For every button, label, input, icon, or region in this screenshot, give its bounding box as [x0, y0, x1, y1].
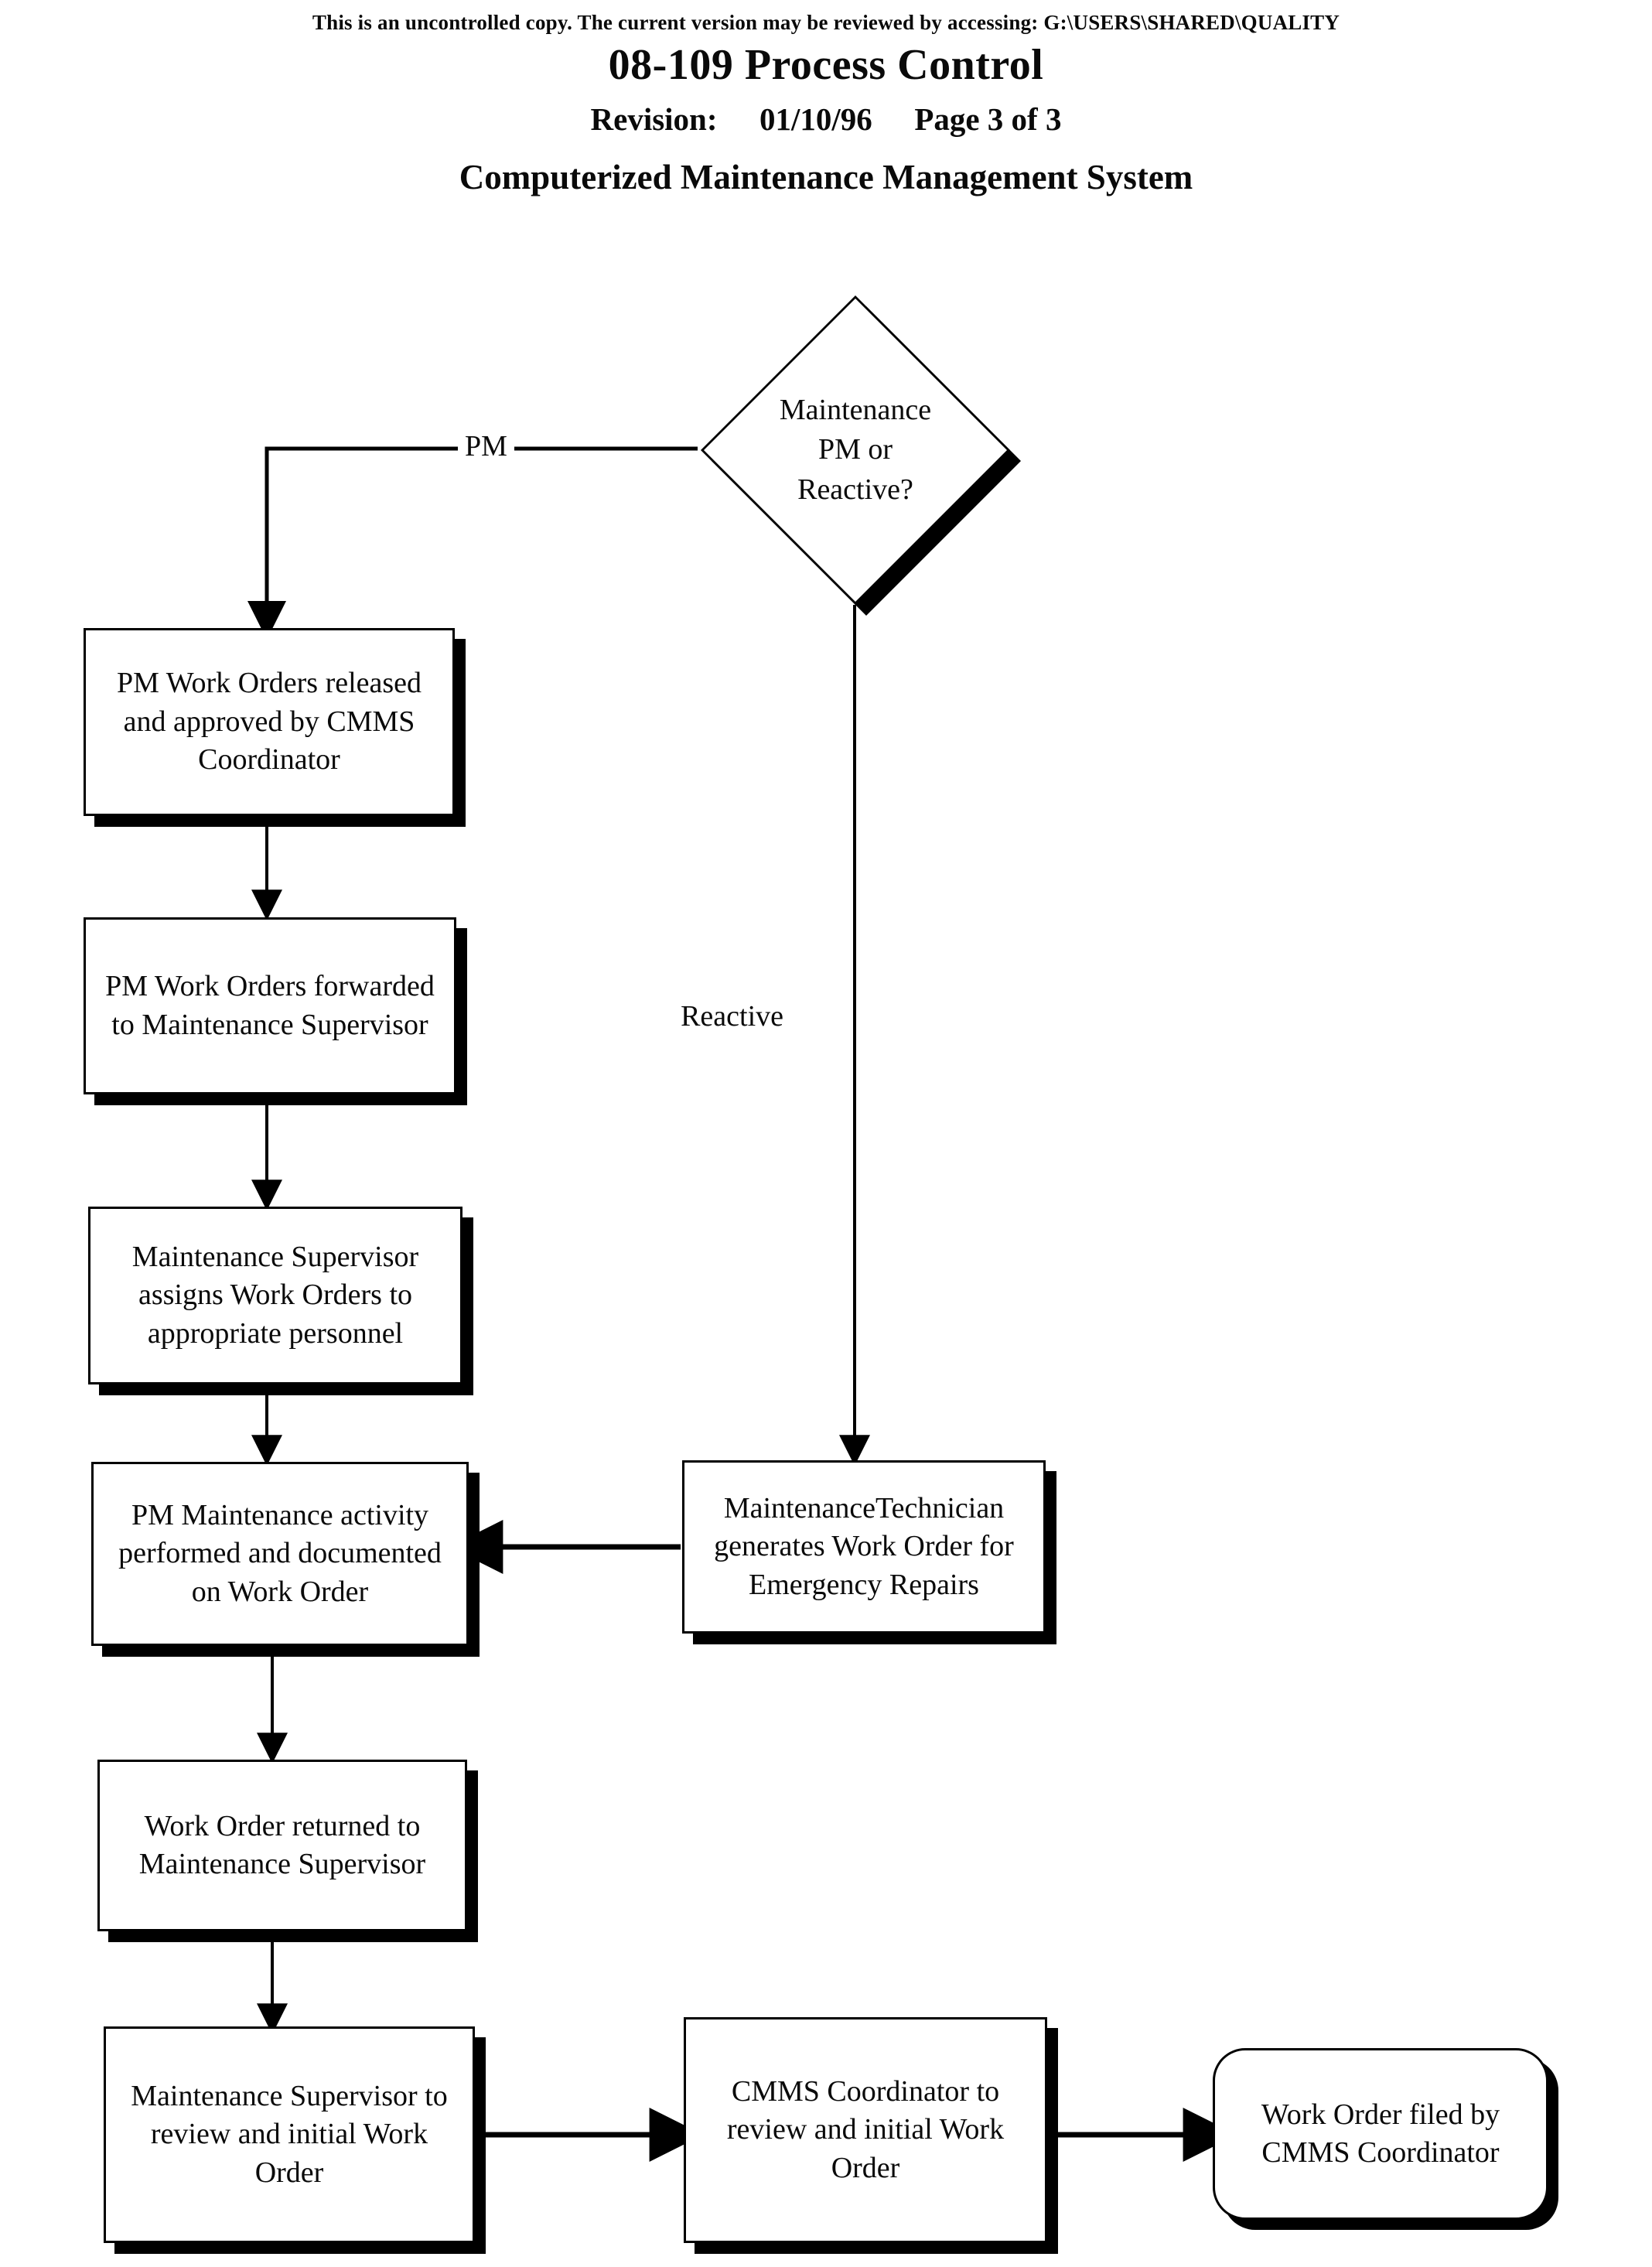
edge-label-pm: PM — [458, 432, 514, 461]
node-label: Maintenance Supervisor to review and ini… — [131, 2079, 448, 2189]
decision-line-1: Maintenance — [779, 394, 932, 427]
uncontrolled-copy-notice: This is an uncontrolled copy. The curren… — [312, 11, 1340, 34]
page-number: Page 3 of 3 — [914, 101, 1062, 137]
revision-date: 01/10/96 — [759, 101, 872, 137]
page-title: 08-109 Process Control — [608, 41, 1044, 89]
node-label: Maintenance Supervisor assigns Work Orde… — [131, 1240, 419, 1350]
decision-line-2: PM or — [817, 433, 893, 466]
decision-maintenance-type[interactable]: Maintenance PM or Reactive? — [701, 295, 1021, 616]
revision-line: Revision: 01/10/96 Page 3 of 3 — [0, 101, 1652, 138]
node-label: PM Work Orders forwarded to Maintenance … — [105, 970, 435, 1041]
node-label: Work Order returned to Maintenance Super… — [138, 1809, 426, 1880]
node-label: PM Work Orders released and approved by … — [116, 667, 422, 777]
node-pm-work-orders-released[interactable]: PM Work Orders released and approved by … — [84, 628, 455, 816]
node-work-order-returned[interactable]: Work Order returned to Maintenance Super… — [97, 1760, 467, 1931]
node-label: CMMS Coordinator to review and initial W… — [726, 2074, 1005, 2184]
document-subtitle: Computerized Maintenance Management Syst… — [459, 158, 1193, 196]
decision-line-3: Reactive? — [797, 473, 913, 506]
node-label: PM Maintenance activity performed and do… — [118, 1498, 442, 1608]
diamond-face: Maintenance PM or Reactive? — [704, 299, 1007, 602]
node-technician-generates-work-order[interactable]: MaintenanceTechnician generates Work Ord… — [682, 1460, 1046, 1634]
node-supervisor-assigns-work-orders[interactable]: Maintenance Supervisor assigns Work Orde… — [88, 1207, 462, 1384]
decision-label: Maintenance PM or Reactive? — [746, 391, 964, 510]
node-label: MaintenanceTechnician generates Work Ord… — [714, 1491, 1014, 1601]
revision-label: Revision: — [590, 101, 718, 137]
node-work-order-filed[interactable]: Work Order filed by CMMS Coordinator — [1213, 2048, 1548, 2220]
node-label: Work Order filed by CMMS Coordinator — [1261, 2098, 1500, 2169]
node-supervisor-review-initial[interactable]: Maintenance Supervisor to review and ini… — [104, 2026, 475, 2243]
edge-label-reactive: Reactive — [674, 1002, 790, 1031]
node-cmms-coordinator-review-initial[interactable]: CMMS Coordinator to review and initial W… — [684, 2017, 1047, 2243]
node-pm-work-orders-forwarded[interactable]: PM Work Orders forwarded to Maintenance … — [84, 917, 456, 1094]
node-pm-activity-performed[interactable]: PM Maintenance activity performed and do… — [91, 1462, 469, 1646]
